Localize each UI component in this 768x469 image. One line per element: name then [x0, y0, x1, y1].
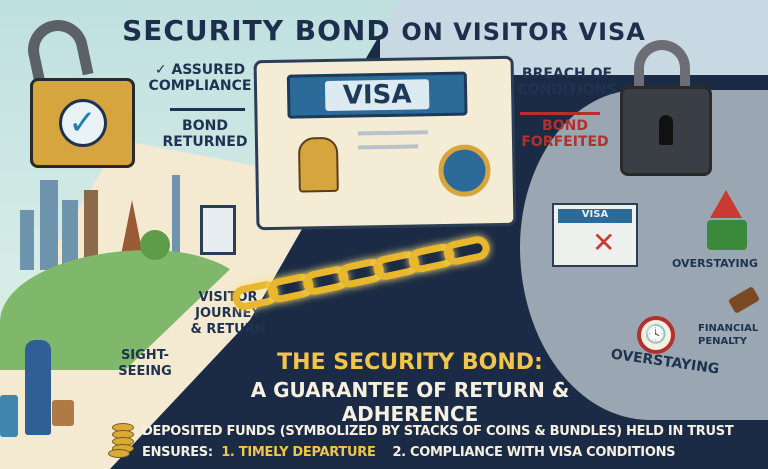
ensures-line: ENSURES: 1. TIMELY DEPARTURE 2. COMPLIAN… [142, 445, 762, 460]
closed-shackle-icon [634, 40, 690, 90]
torn-visa-label: VISA [558, 209, 632, 223]
coins-icon [108, 423, 134, 459]
visitor-journey-label: VISITOR JOURNEY & RETURN [190, 290, 266, 337]
bond-returned-label: BOND RETURNED [162, 118, 248, 150]
traveler-icon [25, 340, 51, 435]
financial-penalty-label: FINANCIAL PENALTY [698, 323, 759, 347]
suitcase-icon [0, 395, 18, 437]
clock-icon: 🕓 [637, 316, 675, 354]
clock-tower-icon [84, 190, 98, 270]
chain-link [441, 234, 492, 268]
red-arrow-icon [520, 112, 600, 115]
visa-label: VISA [324, 79, 430, 112]
building-icon [62, 200, 78, 270]
closed-lock-icon [620, 86, 712, 176]
checkmark-icon: ✓ [58, 99, 107, 147]
visa-card: VISA [253, 55, 517, 231]
tv-tower-icon [172, 175, 180, 265]
overstaying-label-1: OVERSTAYING [672, 257, 758, 270]
briefcase-icon [52, 400, 74, 426]
building-icon [40, 180, 58, 270]
title-part2: ON VISITOR VISA [401, 18, 646, 46]
text-line [358, 144, 419, 150]
warning-icon [710, 190, 742, 218]
torn-visa-icon: VISA ✕ [552, 203, 638, 267]
arrow-icon [170, 108, 245, 111]
page-title: SECURITY BOND ON VISITOR VISA [0, 14, 768, 47]
text-line [357, 130, 428, 136]
bond-title: THE SECURITY BOND: [277, 350, 543, 375]
seal-icon [438, 144, 491, 198]
bond-forfeited-label: BOND FORFEITED [521, 118, 609, 150]
item-compliance: 2. COMPLIANCE WITH VISA CONDITIONS [392, 445, 676, 460]
title-part1: SECURITY BOND [122, 14, 391, 47]
item-timely-departure: 1. TIMELY DEPARTURE [221, 445, 376, 460]
sightseeing-label: SIGHT-SEEING [118, 348, 172, 379]
breach-label: BREACH OF CONDITIONS [517, 66, 617, 98]
visa-header: VISA [286, 71, 468, 119]
x-mark-icon: ✕ [592, 226, 616, 259]
keyhole-icon [659, 115, 673, 145]
departure-gate-icon [200, 205, 236, 255]
funds-line: DEPOSITED FUNDS (SYMBOLIZED BY STACKS OF… [142, 424, 734, 439]
stamp-icon [297, 136, 339, 193]
assured-compliance-label: ✓ ASSURED COMPLIANCE [148, 62, 252, 94]
ensures-label: ENSURES: [142, 445, 213, 460]
overstay-icon [707, 220, 747, 250]
tree-icon [140, 230, 170, 260]
building-icon [20, 210, 34, 270]
open-lock-icon: ✓ [30, 78, 135, 168]
bond-subtitle: A GUARANTEE OF RETURN & ADHERENCE [250, 378, 570, 426]
